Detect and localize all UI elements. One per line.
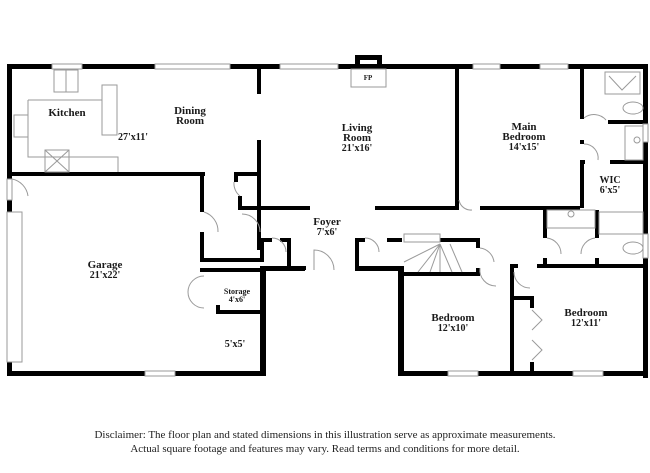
interior-walls [7, 64, 648, 376]
bedroom-2-dims: 12'x10' [438, 323, 469, 334]
dining-label-line1: Dining [174, 105, 206, 117]
disclaimer-line-2: Actual square footage and features may v… [130, 443, 520, 455]
foyer-label: Foyer [313, 216, 341, 228]
living-label-line1: Living [342, 122, 373, 134]
disclaimer-line-1: Disclaimer: The floor plan and stated di… [94, 429, 556, 441]
garage-dims: 21'x22' [90, 270, 121, 281]
windows [6, 63, 649, 377]
living-label-line2: Room [343, 132, 371, 144]
storage-label: Storage [224, 287, 251, 296]
fixtures [13, 68, 644, 361]
room-labels: Kitchen Dining Room 27'x11' FP Living Ro… [48, 74, 620, 350]
dining-label-line2: Room [176, 115, 204, 127]
doors [11, 114, 607, 309]
wic-label: WIC [599, 175, 620, 186]
bedroom-3-dims: 12'x11' [571, 318, 601, 329]
storage-dims: 4'x6' [229, 295, 245, 304]
garage-label: Garage [88, 259, 123, 271]
closet-5x5-dims: 5'x5' [225, 339, 246, 350]
wic-dims: 6'x5' [600, 185, 621, 196]
kitchen-label: Kitchen [48, 107, 85, 119]
exterior-walls [7, 55, 648, 378]
bedroom-3-label: Bedroom [564, 307, 607, 319]
living-dims: 21'x16' [342, 143, 373, 154]
fireplace-label: FP [364, 74, 373, 82]
main-bedroom-dims: 14'x15' [509, 142, 540, 153]
dining-dims: 27'x11' [118, 132, 148, 143]
bedroom-2-label: Bedroom [431, 312, 474, 324]
main-bedroom-label-line2: Bedroom [502, 131, 545, 143]
foyer-dims: 7'x6' [317, 227, 338, 238]
main-bedroom-label-line1: Main [511, 121, 536, 133]
